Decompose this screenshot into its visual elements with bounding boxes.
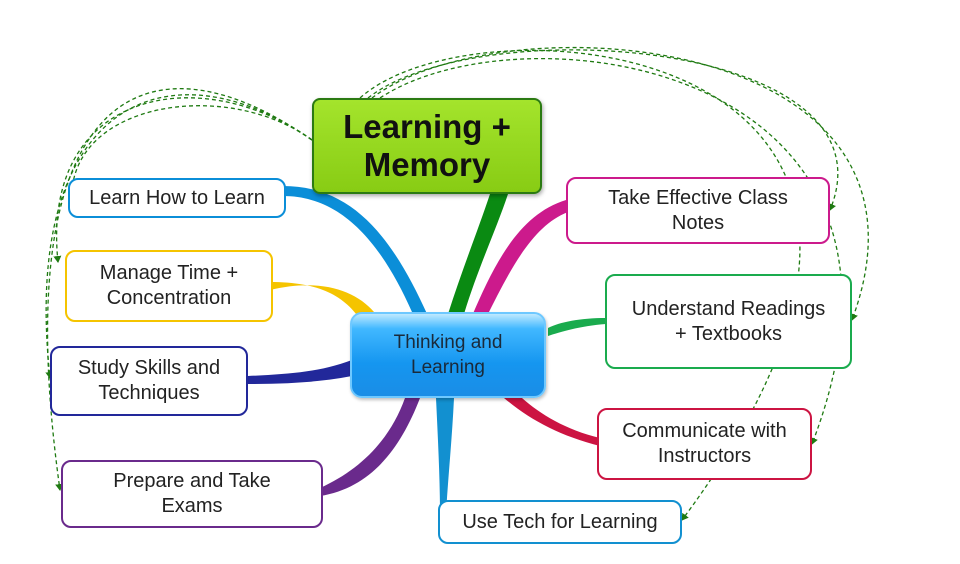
- branch-exams: [320, 398, 420, 496]
- dashed-link-to-class-notes: [367, 49, 839, 211]
- branch-node-class-notes[interactable]: Take Effective Class Notes: [566, 177, 830, 244]
- branch-study-skills: [248, 360, 352, 384]
- center-node[interactable]: Thinking and Learning: [350, 312, 546, 398]
- dashed-link-to-manage-time: [53, 97, 313, 263]
- branch-memory: [448, 194, 508, 314]
- branch-node-study-skills[interactable]: Study Skills and Techniques: [50, 346, 248, 416]
- branch-tech: [436, 398, 454, 514]
- branch-class-notes: [472, 200, 568, 318]
- branch-readings: [548, 318, 606, 336]
- branch-node-instructors[interactable]: Communicate with Instructors: [597, 408, 812, 480]
- branch-node-manage-time[interactable]: Manage Time + Concentration: [65, 250, 273, 322]
- branch-learn-how: [283, 186, 428, 316]
- branch-node-exams[interactable]: Prepare and Take Exams: [61, 460, 323, 528]
- branch-node-learn-how[interactable]: Learn How to Learn: [68, 178, 286, 218]
- dashed-link-to-learn-how: [68, 105, 313, 191]
- dashed-link-to-readings: [371, 46, 869, 321]
- branch-instructors: [504, 398, 600, 446]
- branch-node-tech[interactable]: Use Tech for Learning: [438, 500, 682, 544]
- dashed-link-to-tech: [359, 49, 801, 521]
- dashed-link-to-exams: [46, 88, 313, 491]
- memory-node[interactable]: Learning + Memory: [312, 98, 542, 194]
- dashed-link-to-study-skills: [45, 94, 313, 379]
- branch-node-readings[interactable]: Understand Readings + Textbooks: [605, 274, 852, 369]
